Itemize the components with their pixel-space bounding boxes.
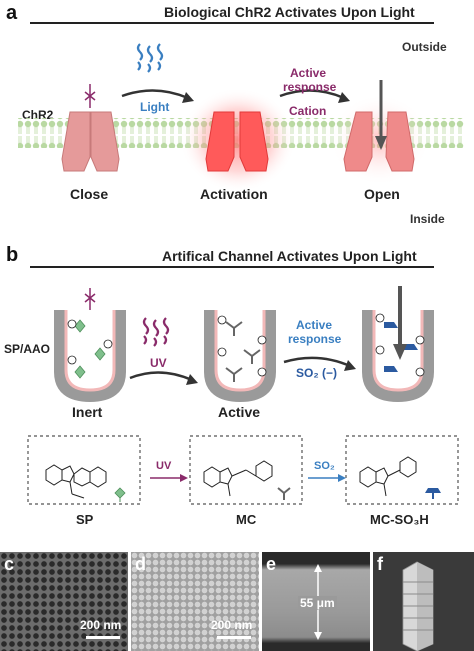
cation-label: Cation [289, 104, 327, 118]
charge-markers-inert [67, 319, 113, 365]
pore-active [204, 310, 276, 403]
uv-label: UV [150, 356, 167, 370]
molecule-box-mcso3h [345, 435, 459, 505]
panel-d-letter: d [135, 554, 146, 574]
pore-open [362, 310, 434, 403]
panel-a-title: Biological ChR2 Activates Upon Light [164, 4, 415, 20]
sem-image-c: c 200 nm [0, 552, 128, 651]
charge-markers-open [375, 313, 425, 377]
blocked-ion-icon [84, 288, 96, 310]
scale-bar-c [86, 636, 120, 639]
sem-image-f: f [373, 552, 474, 651]
channel-activation [205, 111, 269, 172]
inside-label: Inside [410, 212, 445, 226]
so2-anion-label: SO₂ (−) [296, 366, 338, 380]
mol-mc-label: MC [236, 512, 257, 527]
panel-f-letter: f [377, 554, 383, 574]
panel-a-title-underline [30, 22, 434, 24]
charge-markers-active [217, 315, 267, 377]
arrow-uv-reaction [150, 474, 188, 482]
mc-structure [203, 460, 273, 497]
mc-molecules-active [225, 321, 261, 382]
uv-reaction-label: UV [156, 460, 172, 472]
sp-tag-diamond [114, 487, 126, 499]
panel-b-title: Artifical Channel Activates Upon Light [162, 248, 417, 264]
scale-bar-d [217, 636, 251, 639]
arrow-response [279, 89, 350, 103]
active-response-label-b1: Active [296, 318, 333, 332]
sem-image-d: d 200 nm [131, 552, 259, 651]
light-label: Light [140, 100, 170, 114]
arrow-so2-reaction [308, 474, 346, 482]
state-activation-label: Activation [200, 186, 268, 202]
arrow-light [121, 89, 194, 103]
panel-b-letter: b [6, 244, 19, 266]
state-inert-label: Inert [72, 404, 103, 420]
state-active-label: Active [218, 404, 261, 420]
scale-label-c: 200 nm [80, 618, 122, 632]
mol-mcso3h-label: MC-SO₃H [370, 512, 429, 527]
active-response-label-a2: response [283, 80, 337, 94]
active-response-label-a1: Active [290, 66, 327, 80]
mcso3h-molecules-open [384, 322, 418, 372]
molecule-box-sp [27, 435, 141, 505]
arrow-uv [129, 371, 198, 385]
mcso3h-structure [359, 456, 417, 497]
state-close-label: Close [70, 186, 109, 202]
cation-flow-arrow [375, 80, 387, 150]
state-open-label: Open [364, 186, 400, 202]
light-waves-icon [136, 43, 164, 73]
ion-flow-arrow [393, 286, 407, 360]
panel-c-letter: c [4, 554, 15, 574]
pore-inert [54, 310, 126, 403]
scale-label-d: 200 nm [211, 618, 253, 632]
molecule-box-mc [189, 435, 303, 505]
sp-structure [45, 464, 107, 499]
outside-label: Outside [402, 40, 447, 54]
active-response-label-b2: response [288, 332, 342, 346]
membrane-block-image [402, 561, 434, 651]
uv-waves-icon [142, 317, 170, 347]
sp-aao-label: SP/AAO [4, 342, 51, 356]
channel-close [61, 111, 120, 172]
so2-reaction-label: SO₂ [314, 460, 335, 472]
panel-a-letter: a [6, 2, 18, 24]
mc-tag-y [277, 487, 291, 500]
sp-molecules-inert [74, 319, 106, 379]
panel-b-title-underline [30, 266, 434, 268]
channel-open [343, 111, 415, 172]
scale-label-e: 55 μm [298, 596, 337, 610]
mol-sp-label: SP [76, 512, 94, 527]
blocked-cation-icon [84, 84, 96, 108]
sem-image-e: e 55 μm [262, 552, 370, 651]
mcso3h-tag [425, 488, 441, 499]
arrow-so2-response [283, 356, 356, 371]
panel-e-letter: e [266, 554, 277, 574]
